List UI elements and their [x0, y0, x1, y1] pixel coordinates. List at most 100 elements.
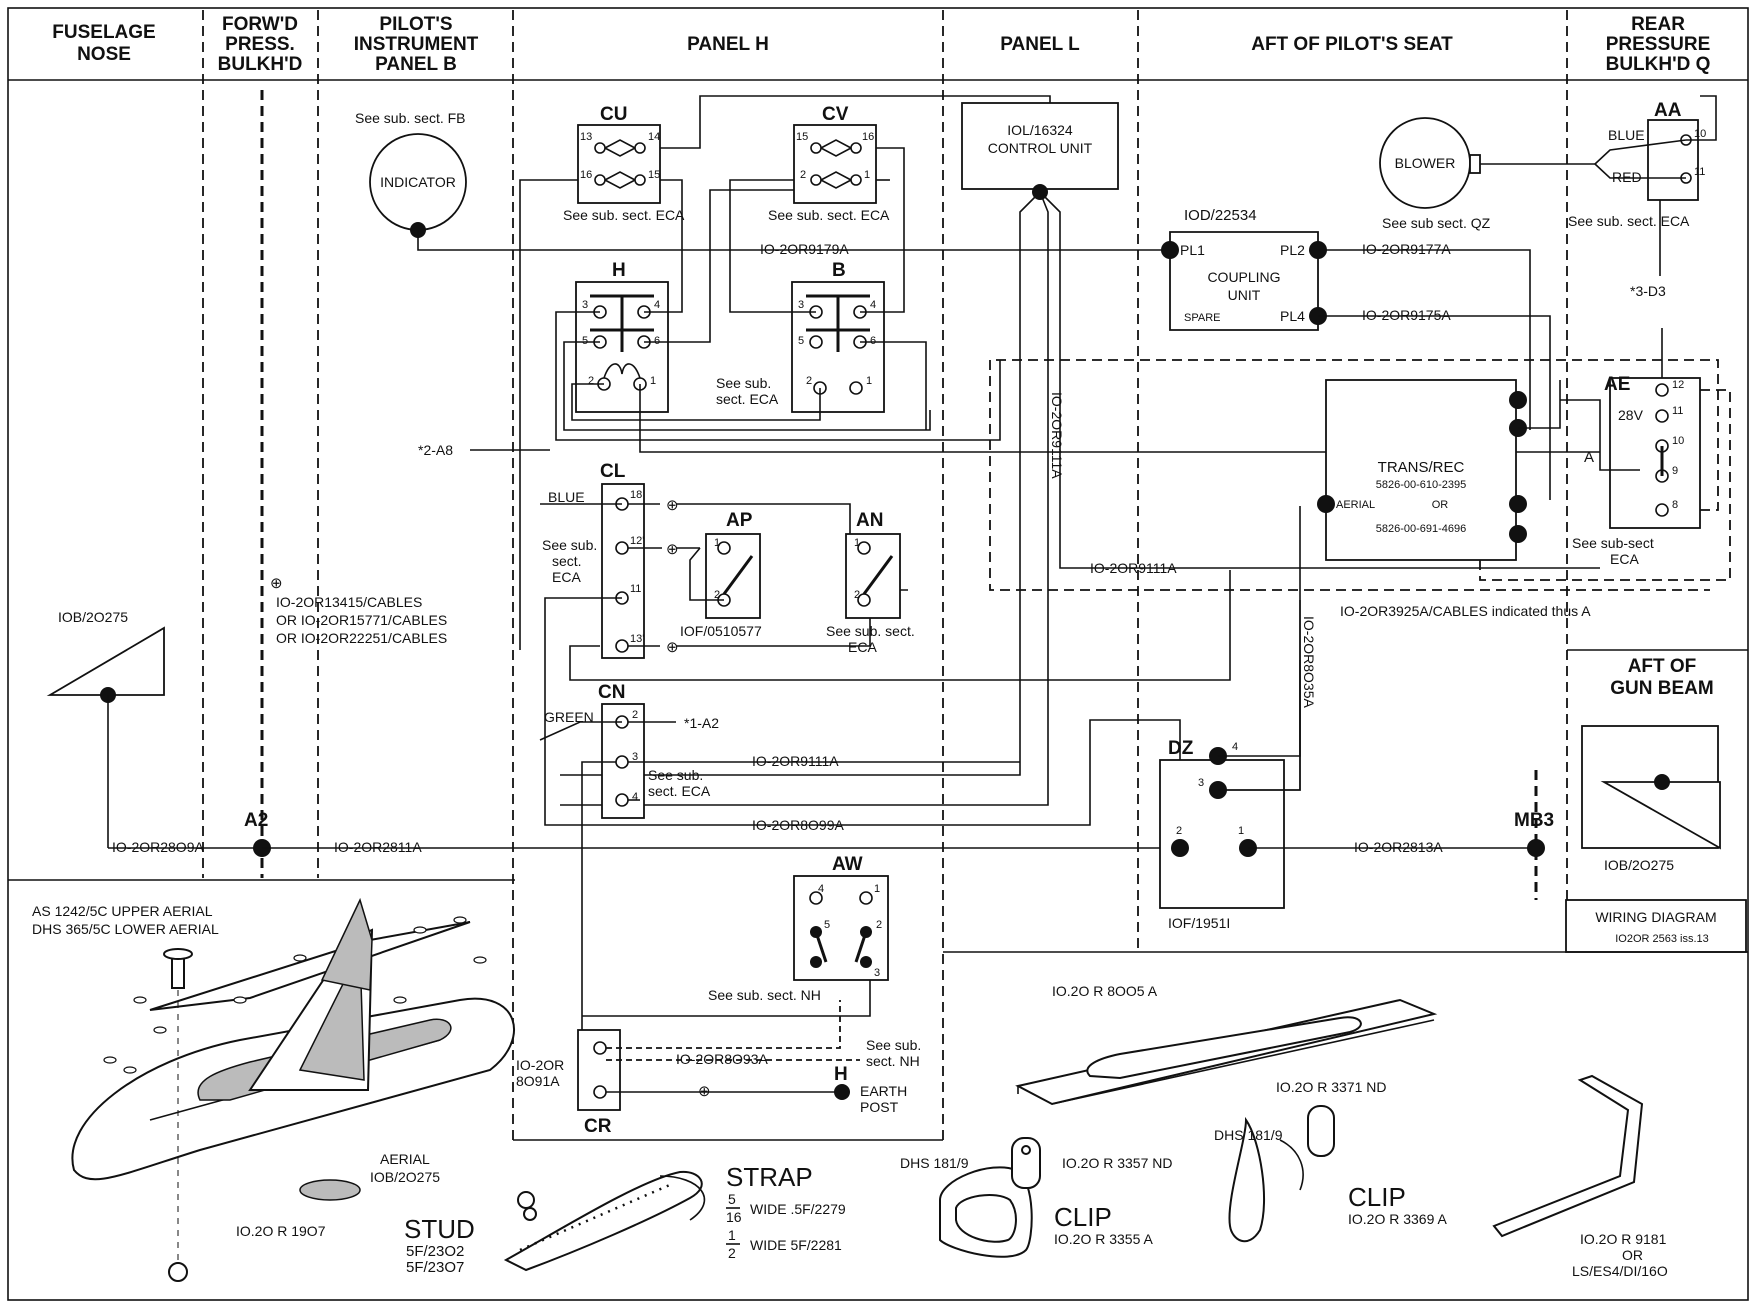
cable-9179: IO-2OR9179A — [760, 241, 849, 257]
cable-8035: IO-2OR8O35A — [1301, 616, 1317, 708]
svg-text:3: 3 — [798, 299, 804, 311]
nh-ref: See sub. sect. NH — [866, 1037, 921, 1069]
svg-text:IO.2O R 3355 A: IO.2O R 3355 A — [1054, 1231, 1153, 1247]
svg-text:WIDE .5F/2279: WIDE .5F/2279 — [750, 1201, 846, 1217]
control-unit: IOL/16324 CONTROL UNIT — [560, 102, 1600, 806]
cable-2811: IO-2OR2811A — [334, 839, 422, 855]
svg-text:6: 6 — [654, 335, 660, 347]
svg-text:2: 2 — [876, 919, 882, 931]
svg-text:STUD: STUD — [404, 1214, 475, 1244]
svg-text:OR: OR — [1432, 499, 1449, 511]
dhs1-label: DHS 181/9 — [900, 1155, 969, 1171]
svg-text:2: 2 — [806, 375, 812, 387]
svg-text:sect.: sect. — [552, 553, 582, 569]
svg-text:BULKH'D: BULKH'D — [218, 54, 303, 75]
svg-text:See sub-sect: See sub-sect — [1572, 535, 1654, 551]
cu-ref: See sub. sect. ECA — [563, 207, 685, 223]
aw-label: AW — [832, 854, 863, 875]
svg-text:15: 15 — [648, 169, 660, 181]
svg-text:16: 16 — [862, 131, 874, 143]
cl-blue: BLUE — [548, 489, 585, 505]
relay-b-ref: See sub. sect. ECA — [716, 375, 779, 407]
cable-8093: IO-2OR8O93A — [676, 1051, 768, 1067]
r1907-label: IO.2O R 19O7 — [236, 1223, 326, 1239]
svg-text:See sub.: See sub. — [648, 767, 703, 783]
clip-1-drawing — [939, 1137, 1041, 1258]
switch-an: 1 2 — [845, 533, 901, 619]
svg-text:18: 18 — [630, 489, 642, 501]
cable-8099: IO-2OR8O99A — [752, 817, 844, 833]
svg-text:INDICATOR: INDICATOR — [380, 174, 456, 190]
svg-text:8: 8 — [1672, 499, 1678, 511]
aft-gun-beam: AFT OF GUN BEAM — [1610, 656, 1713, 699]
svg-text:5: 5 — [728, 1191, 736, 1207]
a8-ref: *2-A8 — [418, 442, 453, 458]
cv-ref: See sub. sect. ECA — [768, 207, 890, 223]
connector-aa: 10 11 — [1594, 95, 1717, 276]
svg-text:2: 2 — [632, 709, 638, 721]
svg-text:REAR: REAR — [1631, 14, 1685, 35]
cable-9111-horizontal: IO-2OR9111A — [1090, 560, 1177, 576]
blower: BLOWER — [1379, 117, 1595, 209]
svg-text:⊕: ⊕ — [666, 639, 679, 656]
svg-text:1: 1 — [1238, 825, 1244, 837]
tail-aerial-symbol — [1581, 725, 1721, 850]
cr-label: CR — [584, 1116, 612, 1137]
svg-text:See sub. sect.: See sub. sect. — [826, 623, 915, 639]
svg-text:4: 4 — [818, 883, 824, 895]
svg-text:2: 2 — [714, 589, 720, 601]
ae-label: AE — [1604, 374, 1630, 395]
svg-text:14: 14 — [648, 131, 660, 143]
svg-text:⊕: ⊕ — [666, 541, 679, 558]
svg-text:1: 1 — [728, 1227, 736, 1243]
svg-text:sect. ECA: sect. ECA — [716, 391, 779, 407]
ap-ref: IOF/0510577 — [680, 623, 762, 639]
dz-ref: IOF/1951I — [1168, 915, 1230, 931]
bottom-dividers — [8, 879, 1748, 1141]
svg-text:2: 2 — [1176, 825, 1182, 837]
b-label: B — [832, 260, 846, 281]
aa-blue: BLUE — [1608, 127, 1645, 143]
svg-text:UNIT: UNIT — [1228, 287, 1261, 303]
svg-text:5F/23O2: 5F/23O2 — [406, 1243, 464, 1260]
an-ref: See sub. sect. ECA — [826, 623, 915, 655]
svg-text:10: 10 — [1694, 128, 1706, 140]
svg-text:ECA: ECA — [848, 639, 877, 655]
svg-text:AFT OF: AFT OF — [1628, 656, 1697, 677]
zone-dividers — [202, 10, 1748, 1140]
ap-label: AP — [726, 510, 753, 531]
svg-text:4: 4 — [870, 299, 876, 311]
svg-text:4: 4 — [654, 299, 660, 311]
connector-cr — [577, 980, 871, 1111]
svg-text:15: 15 — [796, 131, 808, 143]
plate-8005-drawing — [1015, 998, 1438, 1106]
cable-2809: IO-2OR28O9A — [112, 839, 204, 855]
svg-text:CLIP: CLIP — [1054, 1202, 1112, 1232]
cable-9175: IO-2OR9175A — [1362, 307, 1451, 323]
svg-text:1: 1 — [864, 169, 870, 181]
svg-text:10: 10 — [1672, 435, 1684, 447]
svg-text:EARTH: EARTH — [860, 1083, 907, 1099]
svg-text:IO.2O R 9181: IO.2O R 9181 — [1580, 1231, 1667, 1247]
svg-text:5: 5 — [582, 335, 588, 347]
header-forward-bulkhead: FORW'D PRESS. BULKH'D — [218, 14, 303, 75]
svg-text:CLIP: CLIP — [1348, 1182, 1406, 1212]
coupling-ref: IOD/22534 — [1184, 207, 1257, 224]
header-panel-l: PANEL L — [1000, 34, 1080, 55]
svg-text:11: 11 — [1694, 166, 1705, 178]
svg-text:OR IO-2OR22251/CABLES: OR IO-2OR22251/CABLES — [276, 630, 447, 646]
cable-3925: IO-2OR3925A/CABLES indicated thus A — [1340, 603, 1591, 619]
svg-text:16: 16 — [580, 169, 592, 181]
cv-label: CV — [822, 104, 849, 125]
a2-ref: *1-A2 — [684, 715, 719, 731]
aa-ref: See sub. sect. ECA — [1568, 213, 1690, 229]
ae-ref: See sub-sect ECA — [1572, 535, 1654, 567]
svg-text:See sub.: See sub. — [866, 1037, 921, 1053]
indicator-ref: See sub. sect. FB — [355, 110, 466, 126]
svg-text:CONTROL UNIT: CONTROL UNIT — [988, 140, 1093, 156]
svg-text:13': 13' — [630, 633, 644, 645]
svg-text:LS/ES4/DI/16O: LS/ES4/DI/16O — [1572, 1263, 1668, 1279]
dz-label: DZ — [1168, 738, 1194, 759]
svg-text:6: 6 — [870, 335, 876, 347]
